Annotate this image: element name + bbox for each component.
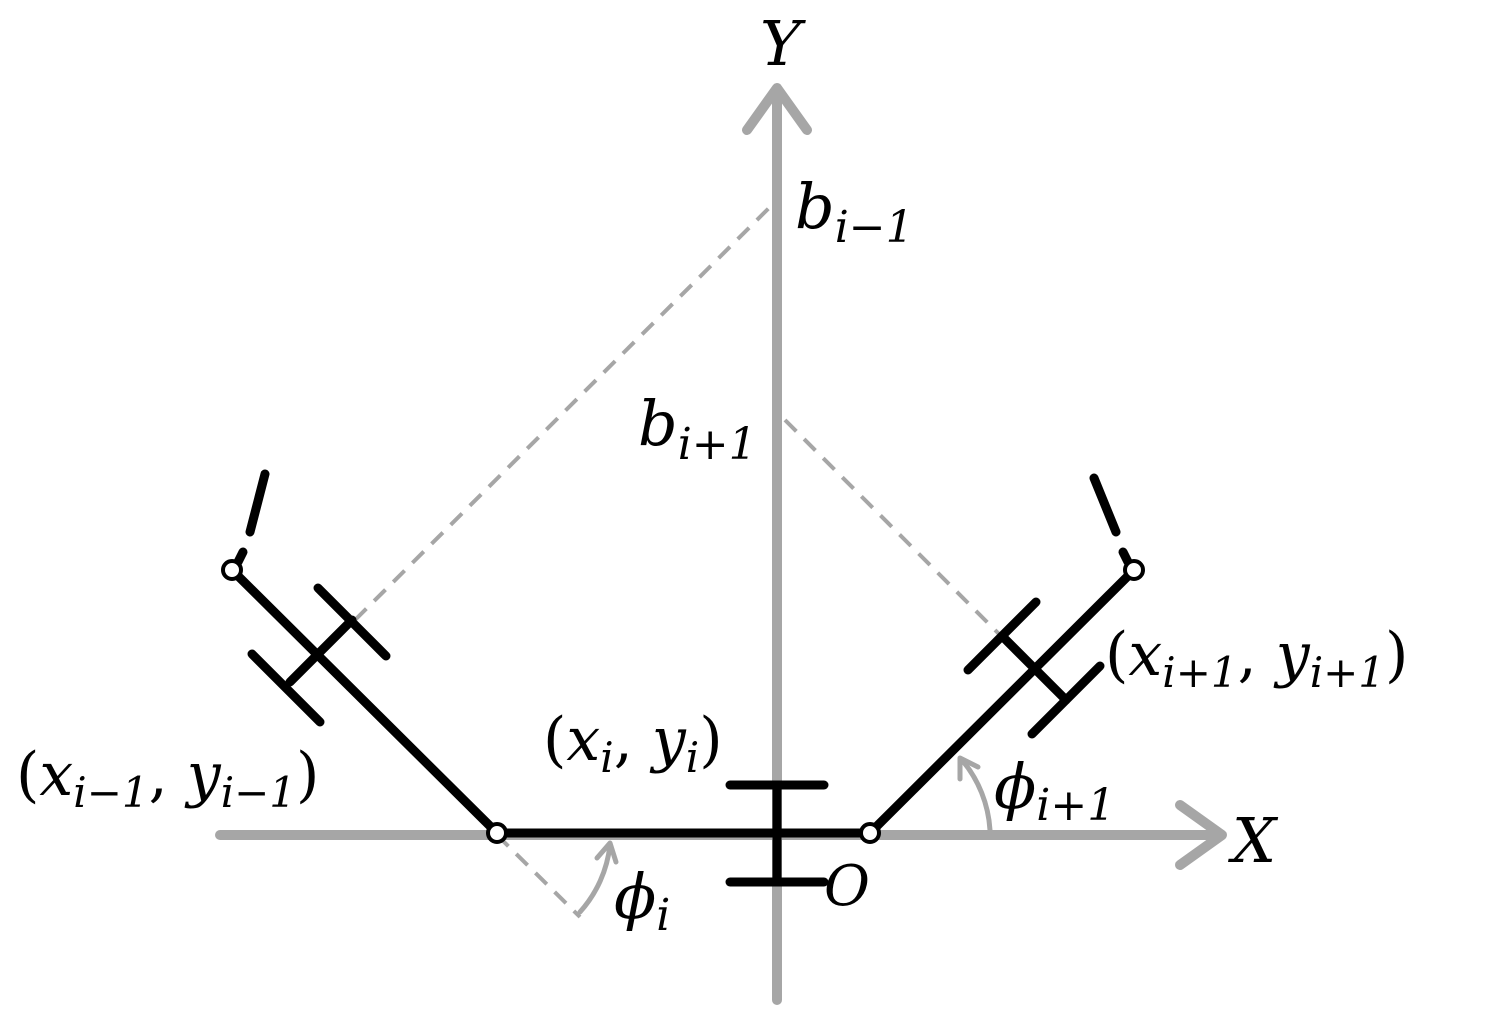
link-right-continuation-dash-2	[1089, 473, 1121, 537]
link-right	[865, 565, 1139, 838]
labels: Y X O bi−1 bi+1 ϕi ϕi+1 (xi, yi) (xi−1, …	[16, 7, 1408, 941]
joint-left-end	[221, 559, 243, 581]
joint-middle-left	[486, 822, 508, 844]
wheel-axles	[247, 583, 1105, 887]
coord-i-label: (xi, yi)	[543, 705, 723, 782]
guide-line-to-b-next	[783, 418, 1002, 637]
phi-i-label: ϕi	[614, 860, 670, 941]
link-left-continuation-dash-2	[245, 469, 270, 537]
robot-links	[227, 469, 1139, 838]
coord-prev-label: (xi−1, yi−1)	[16, 740, 319, 817]
x-axis-arrowhead	[1175, 800, 1227, 870]
axle-right-shaft	[997, 631, 1071, 705]
wheel-right-upper	[963, 597, 1041, 675]
b-prev-label: bi−1	[795, 170, 914, 253]
coord-next-label: (xi+1, yi+1)	[1105, 620, 1408, 697]
angle-arcs	[577, 755, 993, 915]
joint-middle-right	[859, 822, 881, 844]
joint-right-end	[1123, 559, 1145, 581]
y-axis-label: Y	[760, 7, 806, 80]
link-right-continuation-dash-1	[1118, 547, 1133, 567]
phi-next-arc	[959, 757, 993, 833]
joints	[221, 559, 1145, 844]
link-left	[227, 565, 502, 838]
guide-line-to-b-prev	[353, 203, 774, 622]
wheel-right-lower	[1027, 661, 1105, 739]
phi-i-arc	[577, 842, 613, 915]
guide-line-phi-i	[495, 833, 582, 919]
x-axis-label: X	[1228, 804, 1279, 877]
wheel-left-lower	[247, 649, 325, 727]
phi-next-label: ϕi+1	[994, 750, 1115, 831]
b-next-label: bi+1	[638, 387, 757, 470]
phi-i-arc-arrowhead	[594, 840, 619, 865]
guide-lines	[353, 203, 1002, 919]
phi-next-arc-arrowhead	[957, 755, 981, 782]
y-axis-arrowhead	[742, 83, 812, 135]
link-left-continuation-dash-1	[233, 547, 248, 567]
axle-left-shaft	[285, 615, 357, 687]
origin-label: O	[824, 854, 870, 919]
wheel-left-upper	[313, 583, 391, 661]
axes	[215, 83, 1227, 1005]
